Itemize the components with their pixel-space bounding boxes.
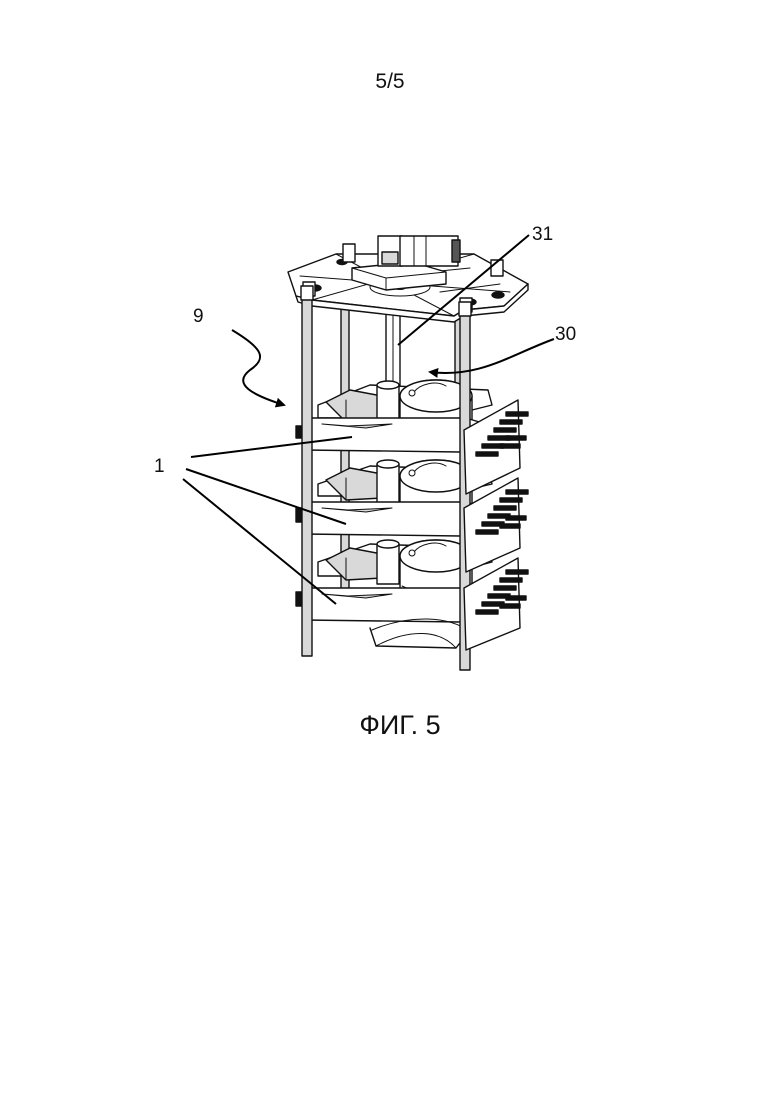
reference-label-9: 9 (193, 306, 204, 328)
figure-caption: ФИГ. 5 (0, 710, 780, 741)
bottom-frame (370, 619, 470, 648)
reference-label-30: 30 (555, 324, 576, 346)
leader-1c (183, 479, 336, 604)
leader-30 (430, 339, 554, 373)
reference-label-31: 31 (532, 224, 553, 246)
leader-9 (232, 330, 284, 405)
reference-label-1: 1 (154, 456, 165, 478)
terminal-blocks (464, 400, 528, 650)
